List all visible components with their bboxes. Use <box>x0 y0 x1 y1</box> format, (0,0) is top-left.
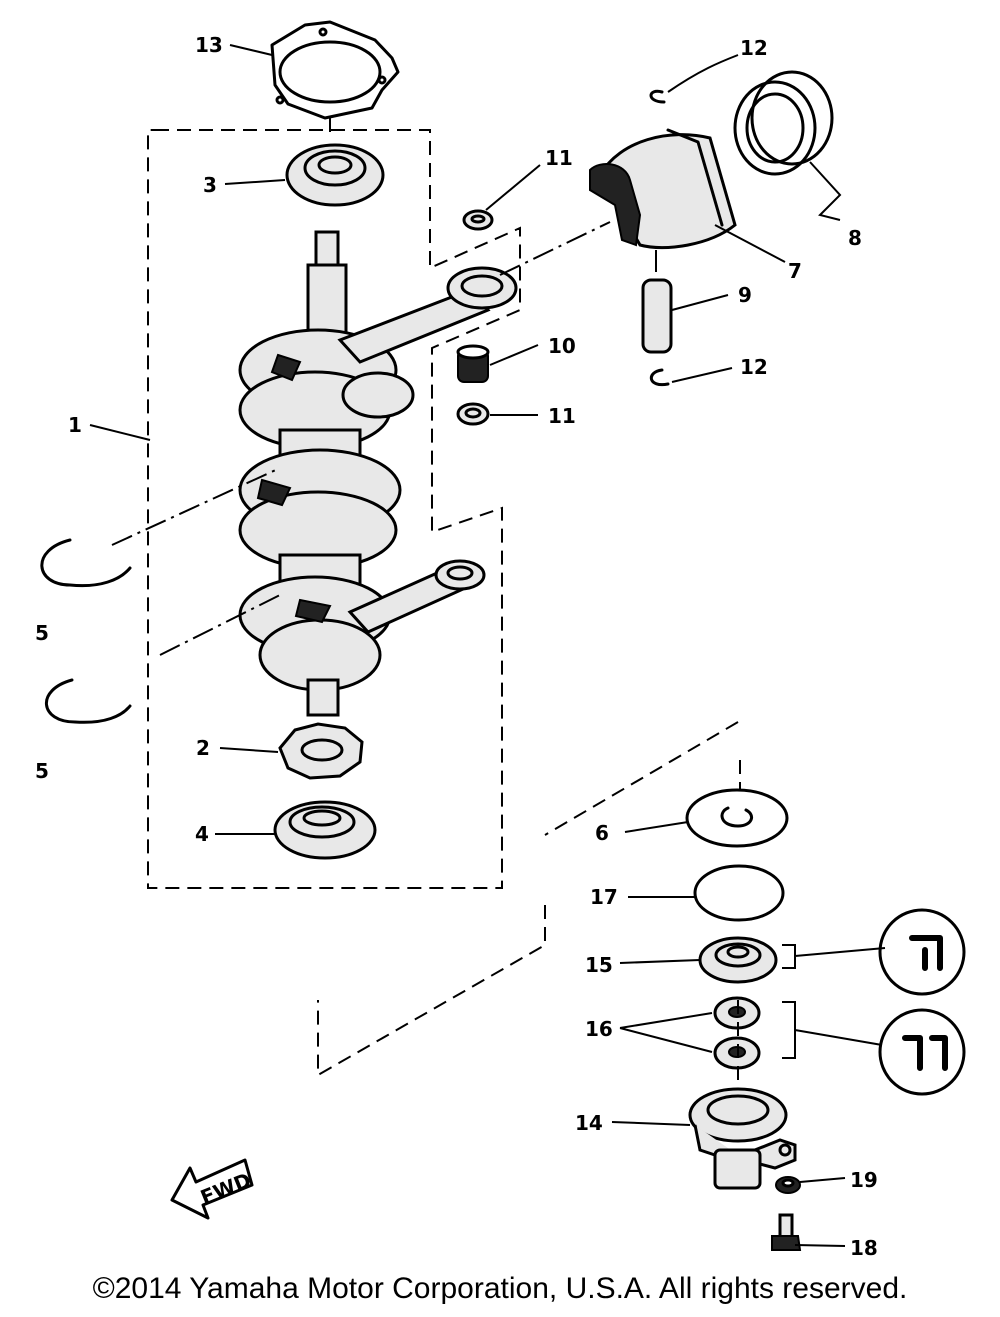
leader-2 <box>219 747 279 753</box>
callout-12-lower: 12 <box>740 355 768 379</box>
callout-15: 15 <box>585 953 613 977</box>
part-5-retaining-ring-lower <box>44 678 132 724</box>
leader-12-lower <box>671 367 733 383</box>
callout-10: 10 <box>548 334 576 358</box>
part-3-bearing <box>285 143 385 207</box>
part-10-needle-bearing <box>456 344 490 383</box>
callout-8: 8 <box>848 226 862 250</box>
part-17-o-ring <box>693 864 785 922</box>
detail-bracket-15 <box>782 944 886 969</box>
part-4-bearing <box>273 800 377 860</box>
callout-2: 2 <box>196 736 210 760</box>
leader-10 <box>489 344 539 366</box>
callout-14: 14 <box>575 1111 603 1135</box>
leader-18 <box>794 1244 846 1247</box>
callout-12-upper: 12 <box>740 36 768 60</box>
leader-3 <box>224 179 286 185</box>
callout-13: 13 <box>195 33 223 57</box>
part-12-clip-lower <box>650 368 670 387</box>
leader-13 <box>229 44 273 56</box>
ring-alignment-line-lower <box>159 594 281 656</box>
callout-5-upper: 5 <box>35 621 49 645</box>
part-2-labyrinth-seal <box>278 722 364 780</box>
callout-5-lower: 5 <box>35 759 49 783</box>
part-5-retaining-ring-upper <box>40 538 132 588</box>
part-19-nut <box>775 1176 801 1194</box>
part-11-washer-lower <box>456 402 490 426</box>
fwd-label: FWD <box>197 1168 255 1210</box>
ring-alignment-line-upper <box>111 467 281 546</box>
callout-16: 16 <box>585 1017 613 1041</box>
leader-7 <box>714 224 786 263</box>
callout-6: 6 <box>595 821 609 845</box>
seal-detail-circle-lower <box>878 1008 966 1096</box>
piston-alignment-line <box>499 221 611 276</box>
detail-bracket-16 <box>782 1001 883 1059</box>
seal-detail-circle-upper <box>878 908 966 996</box>
axis-line-lower <box>737 760 741 1090</box>
part-13-gasket <box>270 20 400 120</box>
leader-19 <box>799 1177 846 1183</box>
part-15-oil-seal <box>698 936 778 984</box>
part-6-washer <box>685 788 789 848</box>
part-12-clip-upper <box>649 89 666 104</box>
part-18-bolt <box>771 1213 802 1251</box>
part-8-piston-rings <box>733 70 834 176</box>
callout-11-upper: 11 <box>545 146 573 170</box>
leader-16 <box>619 1012 713 1053</box>
leader-15 <box>619 959 701 964</box>
forward-arrow-icon: FWD <box>170 1158 255 1220</box>
callout-11-lower: 11 <box>548 404 576 428</box>
part-11-washer-upper <box>462 209 494 231</box>
callout-4: 4 <box>195 822 209 846</box>
callout-1: 1 <box>68 413 82 437</box>
leader-11-upper <box>485 164 541 211</box>
callout-7: 7 <box>788 259 802 283</box>
callout-3: 3 <box>203 173 217 197</box>
leader-6 <box>624 821 689 833</box>
callout-17: 17 <box>590 885 618 909</box>
callout-18: 18 <box>850 1236 878 1260</box>
part-7-piston <box>589 128 737 250</box>
callout-9: 9 <box>738 283 752 307</box>
part-9-piston-pin <box>641 278 673 354</box>
leader-12-upper <box>667 54 739 93</box>
leader-9 <box>671 294 729 311</box>
lower-assembly-boundary <box>317 721 739 1077</box>
crankshaft-assembly-boundary <box>147 129 521 889</box>
part-14-housing <box>688 1087 797 1190</box>
part-1-crankshaft <box>238 230 518 717</box>
callout-19: 19 <box>850 1168 878 1192</box>
copyright-notice: ©2014 Yamaha Motor Corporation, U.S.A. A… <box>92 1272 908 1305</box>
leader-8 <box>809 161 842 221</box>
leader-1 <box>89 424 151 441</box>
leader-14 <box>611 1121 691 1126</box>
